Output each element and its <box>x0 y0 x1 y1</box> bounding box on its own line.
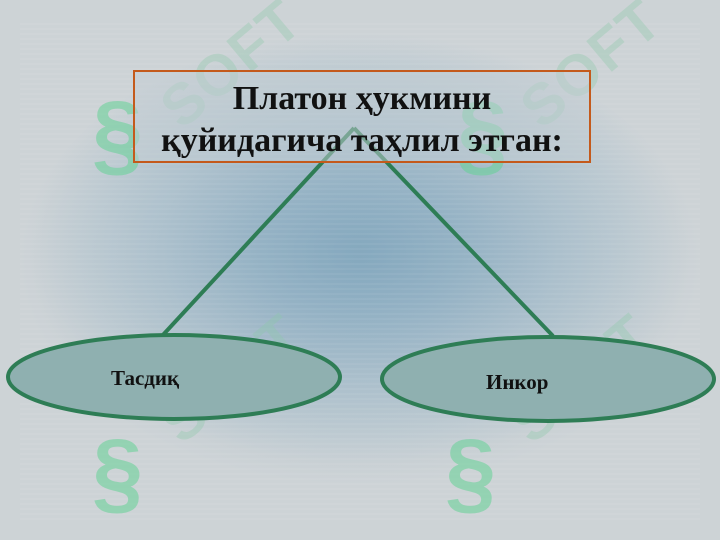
watermark-logo-icon: § <box>445 421 497 523</box>
node-right-label: Инкор <box>486 370 549 394</box>
node-right-ellipse <box>380 335 716 423</box>
title-line-1: Платон ҳукмини <box>232 80 492 117</box>
title-box <box>133 70 591 163</box>
node-left-ellipse <box>6 333 342 421</box>
title-line-2: қуйидагича таҳлил этган: <box>161 122 563 159</box>
watermark-logo-icon: § <box>92 421 144 523</box>
page-title: Платон ҳукмини қуйидагича таҳлил этган: <box>133 78 591 162</box>
node-left-label: Тасдиқ <box>111 366 180 390</box>
